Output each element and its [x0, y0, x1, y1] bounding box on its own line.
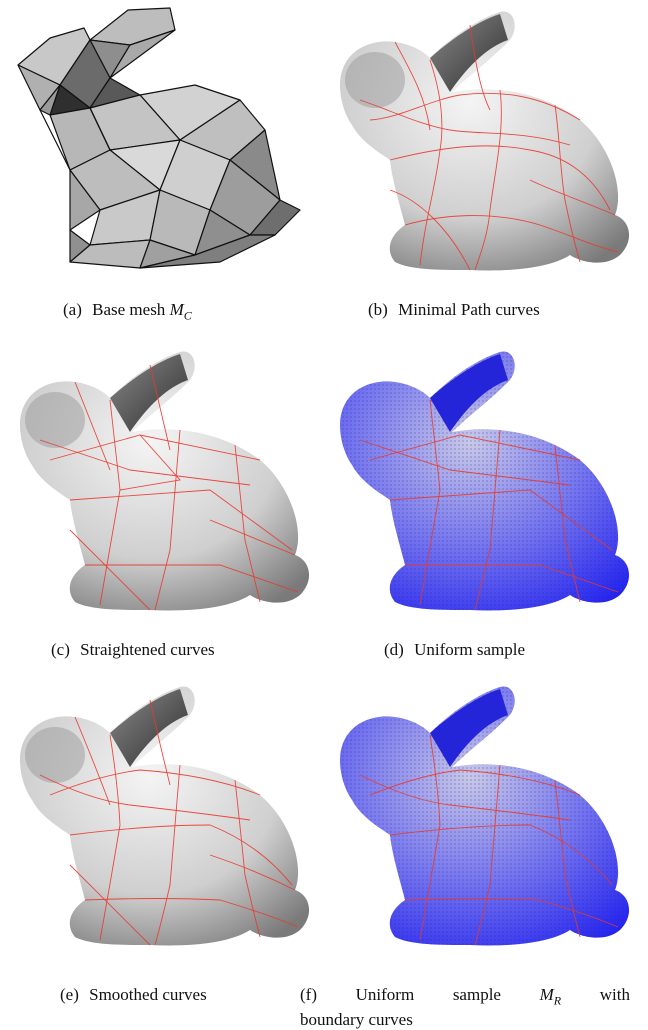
panel-a-base-mesh — [10, 0, 310, 275]
caption-f-math: MR — [540, 985, 562, 1010]
caption-e-tag: (e) — [60, 985, 79, 1004]
caption-d: (d) Uniform sample — [384, 640, 525, 660]
panel-f-uniform-sample-boundary — [330, 675, 630, 955]
caption-f-word2: sample — [453, 985, 501, 1010]
caption-a-label: Base mesh — [92, 300, 165, 319]
caption-a: (a) Base mesh MC — [63, 300, 192, 325]
caption-f-line2: boundary curves — [300, 1010, 630, 1030]
caption-b-label: Minimal Path curves — [398, 300, 540, 319]
caption-b-tag: (b) — [368, 300, 388, 319]
caption-d-tag: (d) — [384, 640, 404, 659]
caption-f-tag: (f) — [300, 985, 317, 1010]
panel-d-uniform-sample — [330, 340, 630, 620]
caption-c-label: Straightened curves — [80, 640, 215, 659]
caption-b: (b) Minimal Path curves — [368, 300, 540, 320]
caption-f: (f) Uniform sample MR with boundary curv… — [300, 985, 630, 1030]
panel-e-smoothed-curves — [10, 675, 310, 955]
panel-c-straightened-curves — [10, 340, 310, 620]
caption-e: (e) Smoothed curves — [60, 985, 207, 1005]
caption-c-tag: (c) — [51, 640, 70, 659]
caption-f-word3: with — [600, 985, 630, 1010]
caption-c: (c) Straightened curves — [51, 640, 215, 660]
caption-f-line1: (f) Uniform sample MR with — [300, 985, 630, 1010]
panel-b-minimal-path-curves — [330, 0, 630, 280]
caption-a-tag: (a) — [63, 300, 82, 319]
caption-d-label: Uniform sample — [414, 640, 525, 659]
caption-f-word1: Uniform — [356, 985, 415, 1010]
caption-a-math-sub: C — [184, 308, 192, 322]
caption-e-label: Smoothed curves — [89, 985, 207, 1004]
caption-a-math: M — [170, 300, 184, 319]
